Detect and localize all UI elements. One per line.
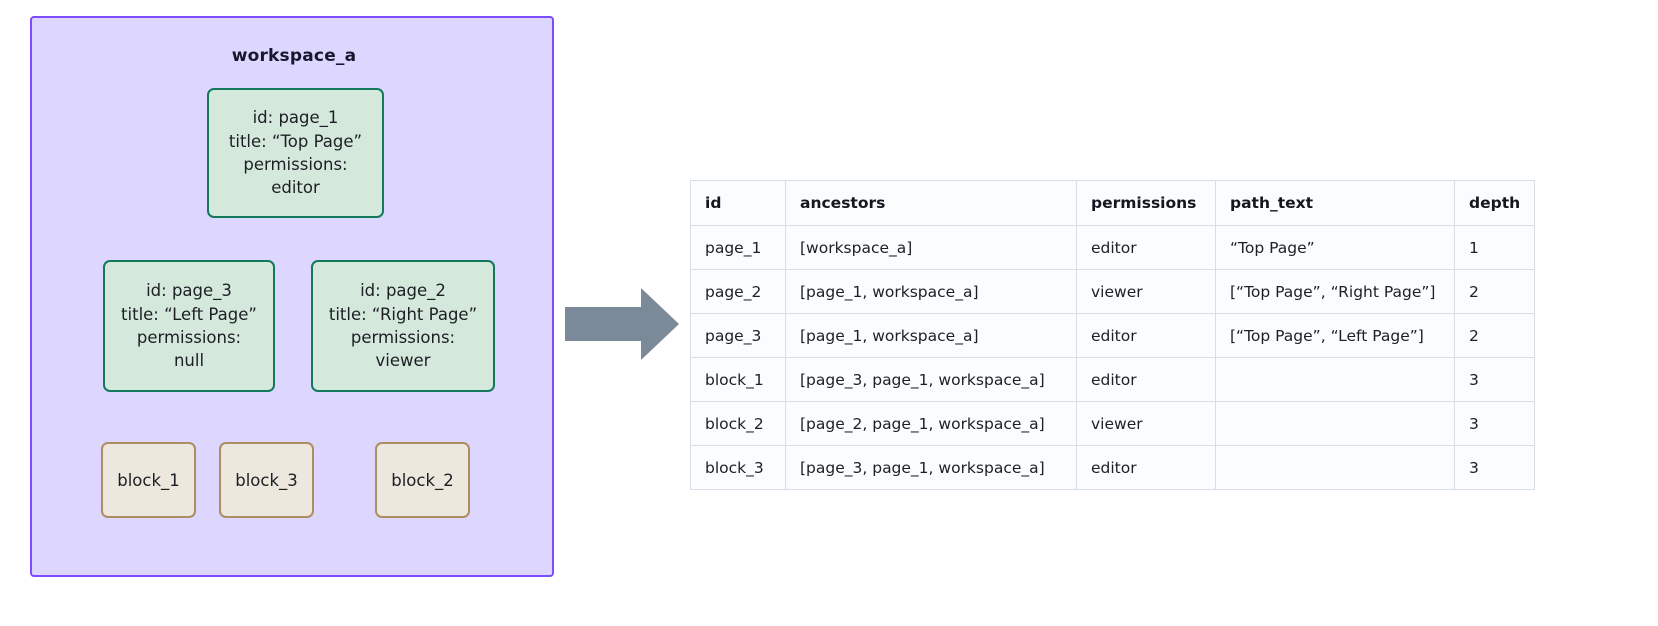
- cell-depth: 2: [1453, 313, 1536, 358]
- cell-path-text: [1215, 357, 1455, 402]
- workspace-title: workspace_a: [231, 46, 357, 66]
- cell-ancestors: [page_1, workspace_a]: [785, 269, 1077, 314]
- column-header-permissions: permissions: [1076, 180, 1216, 226]
- node-page-2-id: id: page_2: [360, 281, 446, 301]
- cell-path-text: [“Top Page”, “Left Page”]: [1215, 313, 1455, 358]
- cell-path-text: [“Top Page”, “Right Page”]: [1215, 269, 1455, 314]
- column-header-depth: depth: [1453, 180, 1536, 226]
- node-block-2-label: block_2: [391, 470, 454, 490]
- node-page-3-id: id: page_3: [146, 281, 232, 301]
- cell-depth: 3: [1453, 445, 1536, 490]
- cell-depth: 3: [1453, 357, 1536, 402]
- column-header-path-text: path_text: [1215, 180, 1455, 226]
- cell-id: page_2: [690, 269, 786, 314]
- node-page-2-title: title: “Right Page”: [328, 304, 478, 324]
- cell-id: page_3: [690, 313, 786, 358]
- node-page-2[interactable]: id: page_2 title: “Right Page” permissio…: [311, 260, 495, 392]
- cell-depth: 2: [1453, 269, 1536, 314]
- cell-depth: 3: [1453, 401, 1536, 446]
- column-header-id: id: [690, 180, 786, 226]
- right-arrow-icon: [565, 288, 679, 360]
- cell-ancestors: [page_3, page_1, workspace_a]: [785, 445, 1077, 490]
- cell-path-text: “Top Page”: [1215, 225, 1455, 270]
- table-row[interactable]: block_3 [page_3, page_1, workspace_a] ed…: [690, 445, 1536, 490]
- node-block-1-label: block_1: [117, 470, 180, 490]
- table-row[interactable]: page_3 [page_1, workspace_a] editor [“To…: [690, 313, 1536, 358]
- table-row[interactable]: block_2 [page_2, page_1, workspace_a] vi…: [690, 401, 1536, 446]
- node-page-1-id: id: page_1: [252, 108, 339, 128]
- result-table: id ancestors permissions path_text depth…: [690, 180, 1536, 490]
- cell-ancestors: [workspace_a]: [785, 225, 1077, 270]
- cell-id: block_3: [690, 445, 786, 490]
- cell-path-text: [1215, 401, 1455, 446]
- node-page-2-permissions-value: viewer: [375, 351, 431, 371]
- table-row[interactable]: page_2 [page_1, workspace_a] viewer [“To…: [690, 269, 1536, 314]
- column-header-ancestors: ancestors: [785, 180, 1077, 226]
- node-page-2-permissions-label: permissions:: [350, 328, 456, 347]
- node-page-3-title: title: “Left Page”: [121, 304, 257, 324]
- node-page-1-permissions-value: editor: [271, 178, 320, 198]
- cell-id: block_2: [690, 401, 786, 446]
- node-page-3[interactable]: id: page_3 title: “Left Page” permission…: [103, 260, 275, 392]
- table-row[interactable]: page_1 [workspace_a] editor “Top Page” 1: [690, 225, 1536, 270]
- cell-permissions: viewer: [1076, 401, 1216, 446]
- cell-id: block_1: [690, 357, 786, 402]
- cell-depth: 1: [1453, 225, 1536, 270]
- node-page-1-permissions-label: permissions:: [243, 155, 348, 174]
- node-page-1[interactable]: id: page_1 title: “Top Page” permissions…: [207, 88, 384, 218]
- node-block-1[interactable]: block_1: [101, 442, 196, 518]
- cell-ancestors: [page_3, page_1, workspace_a]: [785, 357, 1077, 402]
- cell-ancestors: [page_1, workspace_a]: [785, 313, 1077, 358]
- cell-id: page_1: [690, 225, 786, 270]
- cell-permissions: viewer: [1076, 269, 1216, 314]
- table-row[interactable]: block_1 [page_3, page_1, workspace_a] ed…: [690, 357, 1536, 402]
- node-page-3-permissions-label: permissions:: [136, 328, 242, 347]
- node-block-2[interactable]: block_2: [375, 442, 470, 518]
- cell-permissions: editor: [1076, 445, 1216, 490]
- cell-ancestors: [page_2, page_1, workspace_a]: [785, 401, 1077, 446]
- node-page-3-permissions-value: null: [173, 351, 205, 371]
- cell-permissions: editor: [1076, 225, 1216, 270]
- node-block-3[interactable]: block_3: [219, 442, 314, 518]
- cell-permissions: editor: [1076, 313, 1216, 358]
- node-page-1-title: title: “Top Page”: [228, 131, 363, 151]
- cell-path-text: [1215, 445, 1455, 490]
- table-header-row: id ancestors permissions path_text depth: [690, 180, 1536, 226]
- cell-permissions: editor: [1076, 357, 1216, 402]
- node-block-3-label: block_3: [235, 470, 298, 490]
